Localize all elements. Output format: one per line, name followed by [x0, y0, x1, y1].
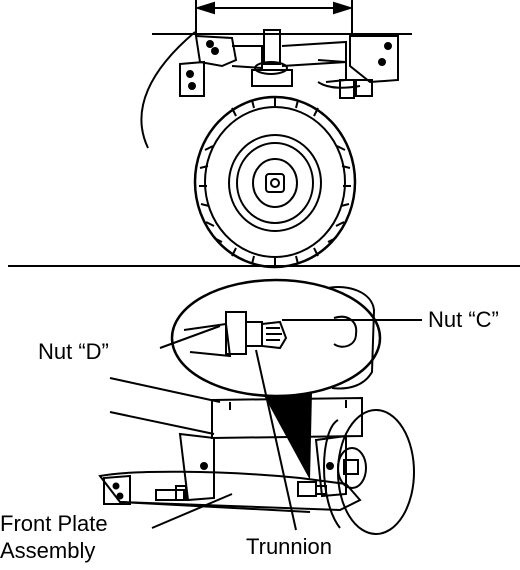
- deck-curve: [140, 31, 196, 149]
- leader-trunnion: [255, 349, 297, 531]
- axle-beam: [231, 29, 347, 87]
- width-measurement-arrow: [194, 0, 354, 34]
- leader-front-plate: [151, 493, 233, 529]
- label-front-plate-line2: Assembly: [0, 538, 95, 563]
- label-front-plate-line1: Front Plate: [0, 511, 108, 536]
- detail-oval: [170, 278, 382, 398]
- tie-rod-right: [317, 79, 373, 99]
- chassis: [98, 470, 362, 512]
- rear-wheel: [323, 409, 415, 535]
- label-trunnion: Trunnion: [246, 534, 332, 559]
- label-nut-d: Nut “D”: [38, 339, 109, 364]
- leader-nut-d: [159, 325, 221, 349]
- label-nut-c: Nut “C”: [428, 307, 499, 332]
- front-tire: [193, 95, 357, 269]
- top-panel-axle-view: [140, 0, 412, 269]
- trunnion-assembly: [297, 481, 327, 497]
- left-bracket: [179, 34, 238, 97]
- deck-plate: [211, 396, 363, 440]
- right-bracket: [349, 35, 399, 84]
- bottom-panel-side-view: [98, 278, 422, 535]
- front-plate-bracket: [103, 474, 187, 505]
